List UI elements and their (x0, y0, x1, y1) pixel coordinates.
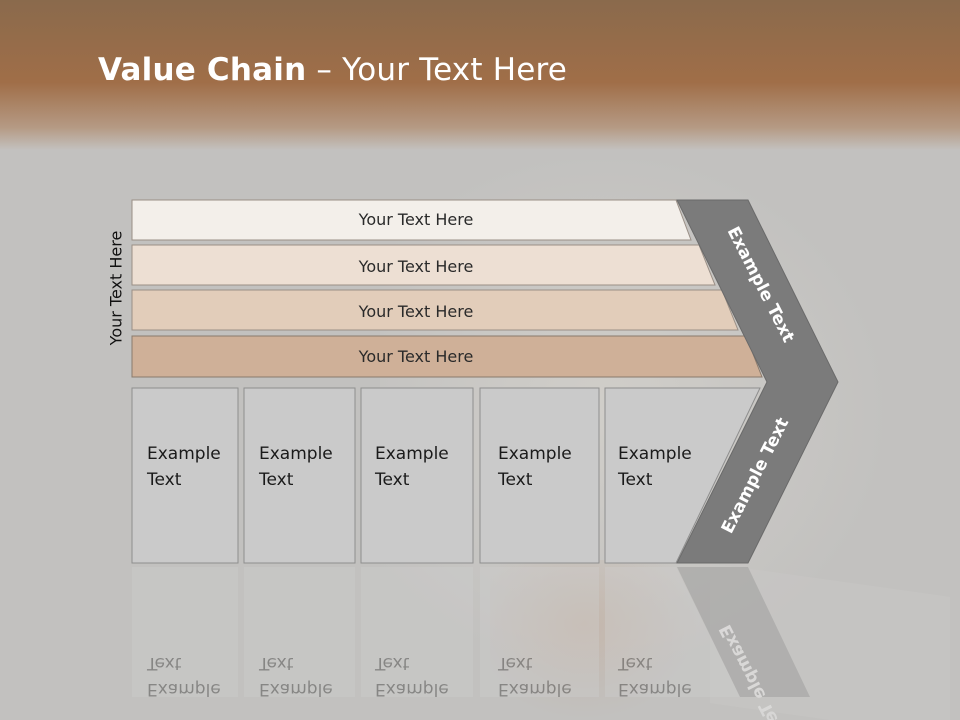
box-4-line2: Text (497, 470, 533, 490)
reflection-box-4-line1: Example (498, 679, 572, 699)
box-3[interactable]: Example Text (360, 387, 474, 564)
row-1[interactable]: Your Text Here (131, 199, 692, 241)
reflection-box-5-line1: Example (618, 679, 692, 699)
reflection-box-4-line2: Text (497, 653, 533, 673)
row-4-bar (131, 335, 763, 378)
reflection-chevron (677, 567, 810, 697)
box-1-rect (131, 387, 239, 564)
box-2-line1: Example (259, 444, 333, 464)
slide-title[interactable]: Value Chain – Your Text Here (98, 52, 567, 88)
row-3[interactable]: Your Text Here (131, 289, 739, 331)
box-3-line1: Example (375, 444, 449, 464)
box-2-line2: Text (258, 470, 294, 490)
box-5[interactable]: Example Text (604, 387, 761, 564)
reflection-box-2-line2: Text (258, 653, 294, 673)
box-1-line2: Text (146, 470, 182, 490)
box-1[interactable]: Example Text (131, 387, 239, 564)
row-4-label: Your Text Here (358, 347, 474, 366)
row-2-bar (131, 244, 716, 286)
box-4-rect (479, 387, 600, 564)
box-5-line2: Text (617, 470, 653, 490)
reflection-box-5-line2: Text (617, 653, 653, 673)
background-hand-image (490, 560, 700, 720)
box-2-rect (243, 387, 356, 564)
reflection-box-3-line2: Text (374, 653, 410, 673)
row-3-label: Your Text Here (358, 302, 474, 321)
box-4[interactable]: Example Text (479, 387, 600, 564)
title-bar (0, 0, 960, 150)
reflection: Example Text Example Text Example Text E… (132, 567, 810, 720)
row-2[interactable]: Your Text Here (131, 244, 716, 286)
reflection-box-3-line1: Example (375, 679, 449, 699)
box-3-line2: Text (374, 470, 410, 490)
box-1-line1: Example (147, 444, 221, 464)
box-3-rect (360, 387, 474, 564)
title-rest: – Your Text Here (306, 52, 568, 88)
box-5-rect (604, 387, 761, 564)
box-2[interactable]: Example Text (243, 387, 356, 564)
row-1-label: Your Text Here (358, 210, 474, 229)
reflection-box-5 (605, 567, 740, 697)
row-3-bar (131, 289, 739, 331)
reflection-box-1-line1: Example (147, 679, 221, 699)
reflection-box-2-line1: Example (259, 679, 333, 699)
reflection-box-4 (480, 567, 599, 697)
reflection-box-3 (361, 567, 473, 697)
box-4-line1: Example (498, 444, 572, 464)
row-4[interactable]: Your Text Here (131, 335, 763, 378)
chevron-shape (676, 199, 839, 564)
row-1-bar (131, 199, 692, 241)
reflection-box-2 (244, 567, 355, 697)
reflection-box-1-line2: Text (146, 653, 182, 673)
row-2-label: Your Text Here (358, 257, 474, 276)
box-5-line1: Example (618, 444, 692, 464)
reflection-box-1 (132, 567, 238, 697)
title-bold: Value Chain (98, 52, 307, 88)
